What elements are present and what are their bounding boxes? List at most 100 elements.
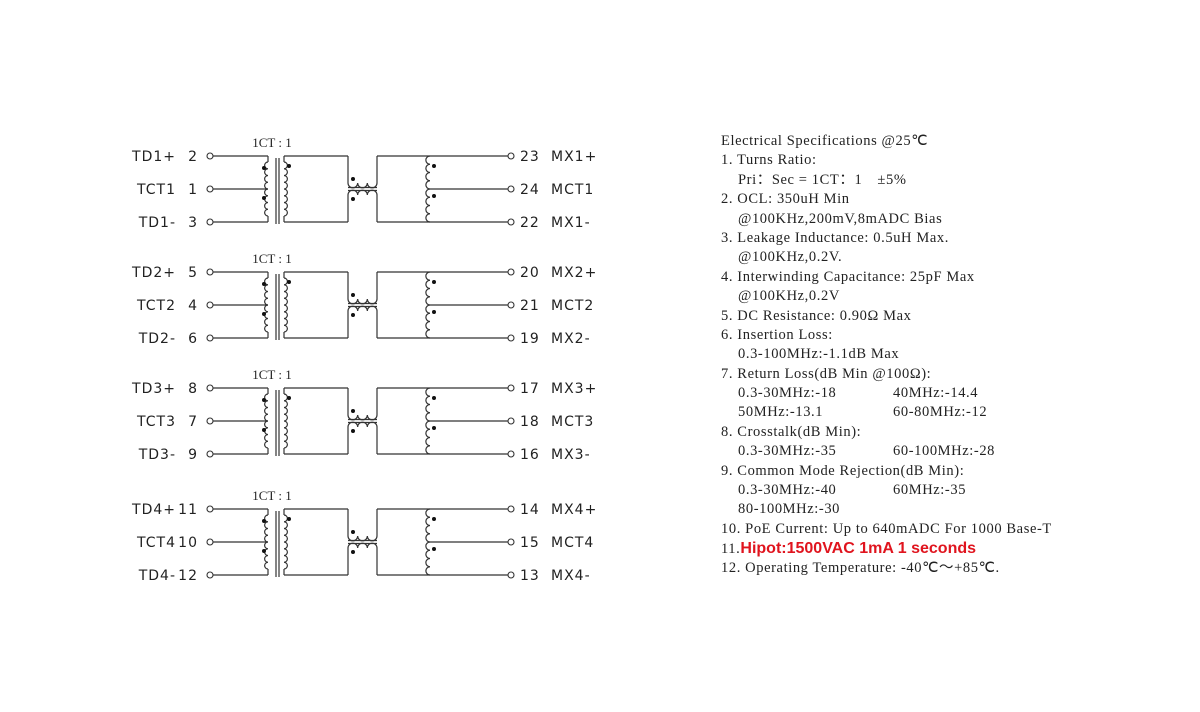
polarity-dot [262, 549, 266, 553]
winding [425, 387, 431, 422]
spec-heading: 7. Return Loss(dB Min @100Ω): [721, 365, 932, 382]
pin-name: MX4+ [551, 502, 597, 518]
polarity-dot [432, 194, 436, 198]
polarity-dot [432, 517, 436, 521]
terminal [507, 538, 515, 546]
spec-item: 2. OCL: 350uH Min [721, 190, 1052, 209]
winding [264, 514, 269, 543]
pin-number: 24 [520, 182, 540, 198]
pin-number: 4 [188, 298, 198, 314]
spec-heading: 3. Leakage Inductance: 0.5uH Max. [721, 229, 949, 246]
polarity-dot [262, 166, 266, 170]
terminal [206, 417, 214, 425]
spec-title: Electrical Specifications @25℃ [721, 133, 929, 149]
polarity-dot [351, 313, 355, 317]
pin-name: TCT1 [136, 182, 176, 198]
terminal [507, 218, 515, 226]
pin-name: TCT4 [136, 535, 176, 551]
terminal [206, 301, 214, 309]
spec-item: 11.Hipot:1500VAC 1mA 1 seconds [721, 539, 1052, 558]
pin-number: 6 [188, 331, 198, 347]
pin-name: TD4- [138, 568, 176, 584]
terminal [206, 571, 214, 579]
terminal [507, 152, 515, 160]
spec-value: 0.3-30MHz:-35 [738, 443, 837, 460]
pin-number: 1 [188, 182, 198, 198]
polarity-dot [432, 310, 436, 314]
pin-number: 18 [520, 414, 540, 430]
polarity-dot [287, 280, 291, 284]
spec-value: 0.3-30MHz:-18 [738, 385, 837, 402]
pin-number: 7 [188, 414, 198, 430]
pin-name: TD1+ [131, 149, 176, 165]
spec-value: 40MHz:-14.4 [893, 385, 979, 402]
pin-name: MX4- [551, 568, 591, 584]
polarity-dot [432, 426, 436, 430]
spec-detail-row: 0.3-30MHz:-18 40MHz:-14.4 [721, 384, 1052, 403]
winding [264, 188, 269, 217]
pin-number: 10 [178, 535, 198, 551]
pin-name: TD2- [138, 331, 176, 347]
turns-ratio-label: 1CT : 1 [252, 488, 292, 503]
spec-item: 9. Common Mode Rejection(dB Min): [721, 462, 1052, 481]
terminal [206, 450, 214, 458]
pin-number: 2 [188, 149, 198, 165]
spec-value: 50MHz:-13.1 [738, 404, 824, 421]
pin-number: 3 [188, 215, 198, 231]
terminal [206, 218, 214, 226]
pin-name: MX1- [551, 215, 591, 231]
pin-name: MX1+ [551, 149, 597, 165]
spec-value: 60MHz:-35 [893, 482, 967, 499]
spec-value: 80-100MHz:-30 [738, 501, 841, 518]
turns-ratio-label: 1CT : 1 [252, 135, 292, 150]
pin-name: TCT3 [136, 414, 176, 430]
terminal [507, 505, 515, 513]
spec-heading: 12. Operating Temperature: -40℃～+85℃. [721, 559, 1000, 576]
spec-value: 60-100MHz:-28 [893, 443, 996, 460]
polarity-dot [262, 398, 266, 402]
terminal [206, 334, 214, 342]
spec-detail-row: 0.3-100MHz:-1.1dB Max [721, 345, 1052, 364]
polarity-dot [262, 196, 266, 200]
terminal [507, 301, 515, 309]
spec-detail-row: 80-100MHz:-30 [721, 500, 1052, 519]
winding [425, 541, 431, 576]
pin-name: MX3- [551, 447, 591, 463]
pin-name: MCT3 [551, 414, 594, 430]
spec-heading: 8. Crosstalk(dB Min): [721, 423, 862, 440]
polarity-dot [351, 429, 355, 433]
spec-item: 4. Interwinding Capacitance: 25pF Max [721, 268, 1052, 287]
turns-ratio-label: 1CT : 1 [252, 367, 292, 382]
pin-number: 11 [178, 502, 198, 518]
winding [264, 420, 269, 449]
pin-name: TD4+ [131, 502, 176, 518]
pin-number: 5 [188, 265, 198, 281]
winding [425, 271, 431, 306]
turns-ratio-label: 1CT : 1 [252, 251, 292, 266]
spec-detail-row: @100KHz,0.2V. [721, 248, 1052, 267]
pin-number: 20 [520, 265, 540, 281]
spec-item: 5. DC Resistance: 0.90Ω Max [721, 307, 1052, 326]
pin-name: MX2+ [551, 265, 597, 281]
pin-name: TD2+ [131, 265, 176, 281]
winding [264, 277, 269, 306]
polarity-dot [262, 519, 266, 523]
polarity-dot [432, 280, 436, 284]
spec-heading: 9. Common Mode Rejection(dB Min): [721, 462, 965, 479]
spec-item: 8. Crosstalk(dB Min): [721, 423, 1052, 442]
polarity-dot [262, 312, 266, 316]
polarity-dot [351, 197, 355, 201]
spec-heading: 6. Insertion Loss: [721, 326, 833, 343]
pin-number: 15 [520, 535, 540, 551]
spec-item: 1. Turns Ratio: [721, 151, 1052, 170]
polarity-dot [287, 396, 291, 400]
winding [425, 155, 431, 190]
winding [425, 304, 431, 339]
spec-value: Pri：Sec = 1CT：1 ±5% [738, 171, 907, 188]
spec-detail-row: @100KHz,0.2V [721, 287, 1052, 306]
terminal [507, 384, 515, 392]
